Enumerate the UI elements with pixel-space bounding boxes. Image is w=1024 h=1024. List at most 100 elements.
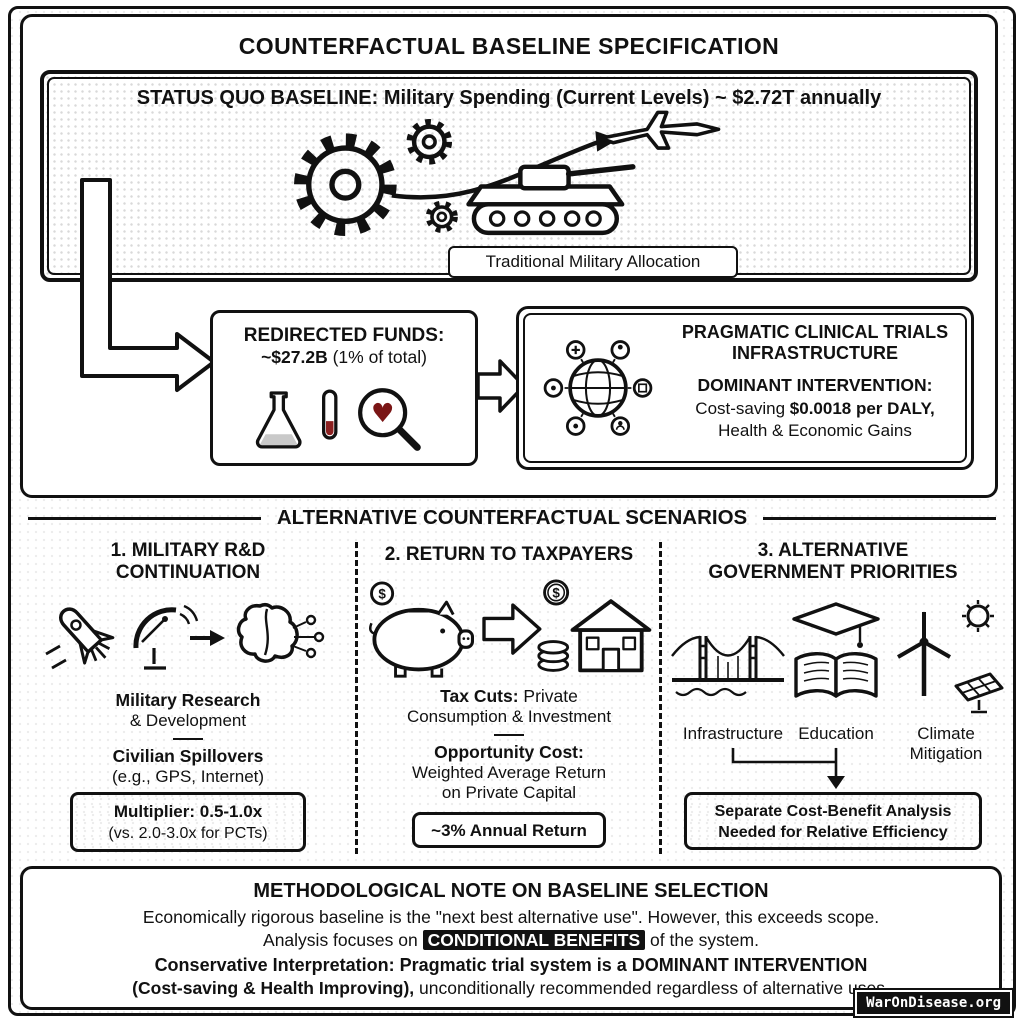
method-note-line4: (Cost-saving & Health Improving), uncond… <box>23 978 999 999</box>
method-note-line3: Conservative Interpretation: Pragmatic t… <box>154 955 868 975</box>
tax-cuts-bold: Tax Cuts: <box>440 686 519 706</box>
scenarios-heading: ALTERNATIVE COUNTERFACTUAL SCENARIOS <box>276 506 748 529</box>
method-line2-highlight: CONDITIONAL BENEFITS <box>422 930 646 950</box>
label-education: Education <box>798 724 874 743</box>
separate-cba-line2: Needed for Relative Efficiency <box>718 824 948 841</box>
pct-detail-line2: Health & Economic Gains <box>718 421 912 441</box>
label-climate-mitigation: Climate Mitigation <box>909 724 983 763</box>
pct-detail-value: $0.0018 per DALY, <box>789 399 935 419</box>
redirect-flow-arrow-icon <box>80 178 216 392</box>
globe-network-icon <box>543 340 653 436</box>
svg-text:$: $ <box>378 586 386 601</box>
method-line4-bold: (Cost-saving & Health Improving), <box>132 978 415 998</box>
gears-icon <box>294 119 458 237</box>
test-tube-icon <box>322 389 338 440</box>
speed-lines <box>45 644 67 670</box>
pct-title-line1: PRAGMATIC CLINICAL TRIALS <box>681 322 949 342</box>
rocket-icon <box>59 607 115 665</box>
wind-turbine-icon <box>897 612 951 696</box>
magnifier-heart-icon: ♥ <box>358 388 421 451</box>
priority-icons <box>671 600 1004 714</box>
satellite-dish-icon <box>133 604 199 670</box>
method-line2-prefix: Analysis focuses on <box>263 930 423 950</box>
coin-icon: $ <box>370 581 395 606</box>
multiplier-line1: Multiplier: 0.5-1.0x <box>113 802 263 821</box>
military-allocation-illustration <box>294 110 721 237</box>
multiplier-line2: (vs. 2.0-3.0x for PCTs) <box>108 825 268 842</box>
tax-cuts-rest: Private <box>518 686 578 706</box>
pct-subtitle: DOMINANT INTERVENTION: <box>697 375 933 396</box>
bridge-icon <box>671 635 785 697</box>
gov-title-line2: GOVERNMENT PRIORITIES <box>708 562 958 583</box>
scenarios-heading-row: ALTERNATIVE COUNTERFACTUAL SCENARIOS <box>28 506 996 530</box>
column-separator-2 <box>659 542 662 854</box>
method-line4-rest: unconditionally recommended regardless o… <box>414 978 890 998</box>
column-separator-1 <box>355 542 358 854</box>
methodological-note-box: METHODOLOGICAL NOTE ON BASELINE SELECTIO… <box>20 866 1002 1010</box>
redirected-funds-amount: ~$27.2B (1% of total) <box>213 347 475 368</box>
opportunity-cost-line1: Weighted Average Return <box>411 763 607 782</box>
taxpayer-icons: $ $ <box>368 579 652 678</box>
method-note-title: METHODOLOGICAL NOTE ON BASELINE SELECTIO… <box>253 880 769 902</box>
solar-panel-icon <box>954 672 1004 714</box>
redirected-funds-box: REDIRECTED FUNDS: ~$27.2B (1% of total) … <box>210 310 478 466</box>
separate-cba-line1: Separate Cost-Benefit Analysis <box>714 803 952 820</box>
page-border <box>8 6 1016 1016</box>
redirected-amount-note: (1% of total) <box>327 347 427 367</box>
status-quo-title: STATUS QUO BASELINE: Military Spending (… <box>136 87 882 109</box>
pct-box-inner-border <box>523 313 967 463</box>
svg-text:$: $ <box>552 585 560 600</box>
method-note-line2: Analysis focuses on CONDITIONAL BENEFITS… <box>23 930 999 951</box>
person-icon <box>615 425 625 430</box>
annual-return-box: ~3% Annual Return <box>412 812 606 848</box>
opportunity-cost-line2: on Private Capital <box>441 783 577 802</box>
separate-cba-box: Separate Cost-Benefit Analysis Needed fo… <box>684 792 982 850</box>
redirected-amount-value: ~$27.2B <box>261 347 328 367</box>
sun-icon <box>962 600 994 632</box>
tax-cuts-line1: Tax Cuts: Private <box>364 686 654 707</box>
taxpayers-title: 2. RETURN TO TAXPAYERS <box>384 544 634 565</box>
pct-detail-prefix: Cost-saving <box>695 399 790 419</box>
priority-connector-arrow-icon <box>731 748 845 789</box>
arrow-right-icon <box>190 630 225 646</box>
method-line2-suffix: of the system. <box>645 930 759 950</box>
gov-title-line1: 3. ALTERNATIVE <box>757 540 909 561</box>
multiplier-box: Multiplier: 0.5-1.0x (vs. 2.0-3.0x for P… <box>70 792 306 852</box>
fighter-jet-icon <box>598 110 721 150</box>
scenario-military-rd: 1. MILITARY R&D CONTINUATION <box>28 540 348 858</box>
pct-text: PRAGMATIC CLINICAL TRIALS INFRASTRUCTURE… <box>669 322 961 441</box>
spillover-label-bold: Civilian Spillovers <box>112 746 264 766</box>
spillover-label-rest: (e.g., GPS, Internet) <box>111 767 265 786</box>
label-infrastructure: Infrastructure <box>682 724 784 743</box>
pct-title-line2: INFRASTRUCTURE <box>732 343 898 364</box>
military-rd-title-line1: 1. MILITARY R&D <box>110 540 266 561</box>
scenario-taxpayers: 2. RETURN TO TAXPAYERS $ $ <box>364 540 654 858</box>
opportunity-cost-bold: Opportunity Cost: <box>434 742 584 762</box>
military-rd-divider <box>173 738 203 740</box>
dollar-coin-icon: $ <box>543 579 570 606</box>
scenario-gov-priorities: 3. ALTERNATIVE GOVERNMENT PRIORITIES <box>666 540 1004 858</box>
heading-rule-right <box>763 516 996 520</box>
flask-icon <box>255 391 302 449</box>
funds-to-pct-arrow-icon <box>476 359 526 413</box>
heading-rule-left <box>28 516 261 520</box>
piggy-bank-icon <box>368 600 475 678</box>
military-rd-title-line2: CONTINUATION <box>115 562 261 583</box>
pct-infrastructure-box: PRAGMATIC CLINICAL TRIALS INFRASTRUCTURE… <box>516 306 974 470</box>
brain-icon <box>236 602 325 663</box>
traditional-allocation-label: Traditional Military Allocation <box>448 246 738 278</box>
house-icon <box>570 599 652 673</box>
military-rd-icons <box>45 602 325 670</box>
method-note-line1: Economically rigorous baseline is the "n… <box>142 907 880 927</box>
tank-icon <box>466 164 636 236</box>
svg-text:♥: ♥ <box>371 399 395 429</box>
climate-icons <box>897 600 1004 714</box>
watermark-badge: WarOnDisease.org <box>855 990 1012 1016</box>
medical-plus-icon <box>571 345 580 355</box>
graduation-book-icon <box>792 602 880 698</box>
coin-stack-icon <box>537 640 570 672</box>
panel-title: COUNTERFACTUAL BASELINE SPECIFICATION <box>238 33 780 59</box>
building-icon <box>638 383 648 393</box>
block-arrow-icon <box>482 603 542 655</box>
redirected-funds-title: REDIRECTED FUNDS: <box>243 325 445 346</box>
